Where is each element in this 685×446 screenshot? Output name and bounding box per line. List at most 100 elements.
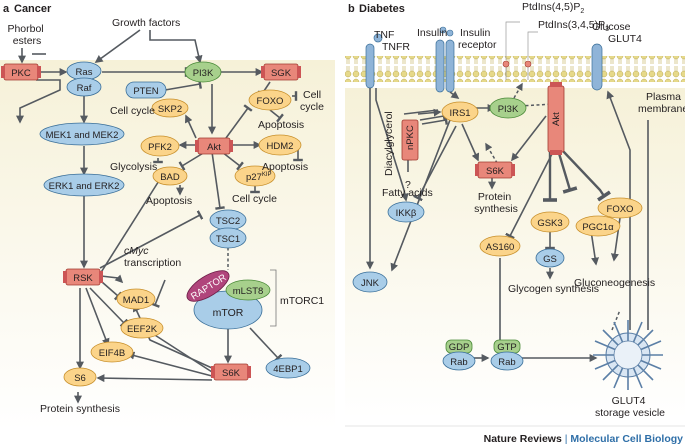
node-mek: MEK1 and MEK2 [39, 122, 125, 146]
node-rab-gdp: Rab [442, 351, 476, 371]
svg-text:PKC: PKC [11, 68, 31, 79]
node-mtor: mTOR [193, 290, 263, 330]
node-akt-a: Akt [195, 137, 233, 155]
footer: Nature Reviews | Molecular Cell Biology [484, 433, 684, 445]
node-s6k-b: S6K [475, 161, 515, 179]
label-tnfr: TNFR [382, 41, 410, 53]
svg-text:4EBP1: 4EBP1 [273, 364, 303, 375]
node-ikkb: IKKβ [387, 201, 425, 223]
svg-text:p27KIP: p27KIP [246, 172, 272, 183]
mtorc1-bracket [270, 269, 277, 327]
node-erk: ERK1 and ERK2 [43, 173, 125, 197]
svg-text:JNK: JNK [361, 278, 380, 289]
label-fatty-acids: Fatty acids [382, 187, 433, 199]
label-cell-cycle-p27: Cell cycle [232, 193, 277, 205]
label-protein-synthesis-a: Protein synthesis [40, 403, 120, 415]
svg-text:SKP2: SKP2 [158, 104, 182, 115]
node-foxo-a: FOXO [248, 89, 292, 111]
label-insulin-receptor: Insulin receptor [458, 27, 497, 51]
label-glut4-vesicle: GLUT4 storage vesicle [595, 395, 665, 419]
mtorc1-label: mTORC1 [280, 295, 324, 307]
label-glucose: Glucose [592, 21, 631, 33]
node-sgk: SGK [261, 63, 301, 81]
panel-a-letter: a [3, 3, 10, 15]
svg-text:Akt: Akt [207, 142, 221, 153]
svg-text:Rab: Rab [498, 357, 515, 368]
label-glycogen-synthesis: Glycogen synthesis [508, 283, 599, 295]
node-p27: p27KIP [234, 165, 276, 187]
insulin-receptor [435, 26, 455, 93]
svg-text:ERK1 and ERK2: ERK1 and ERK2 [49, 181, 120, 192]
node-gtp: GTP [493, 339, 521, 354]
svg-text:S6K: S6K [486, 166, 505, 177]
node-raf: Raf [66, 77, 102, 97]
svg-text:mTOR: mTOR [213, 307, 244, 319]
node-pi3k-a: PI3K [184, 61, 222, 83]
label-question-mark: ? [405, 179, 411, 191]
glut4-transporter [591, 43, 603, 91]
svg-text:S6: S6 [74, 373, 86, 384]
label-ptdins45: PtdIns(4,5)P2 [522, 1, 584, 15]
panel-a-arrows [16, 29, 303, 404]
node-foxo-b: FOXO [597, 197, 643, 219]
svg-text:PI3K: PI3K [193, 68, 214, 79]
svg-text:PGC1α: PGC1α [582, 222, 614, 233]
phorbol-esters-label: Phorbol esters [7, 23, 46, 47]
node-eef2k: EEF2K [120, 317, 164, 339]
svg-text:AS160: AS160 [486, 242, 515, 253]
svg-text:S6K: S6K [222, 368, 241, 379]
node-hdm2: HDM2 [258, 134, 302, 156]
panel-b-arrows [366, 82, 649, 362]
node-4ebp1: 4EBP1 [265, 357, 311, 379]
svg-text:RSK: RSK [73, 273, 93, 284]
svg-text:MAD1: MAD1 [123, 295, 149, 306]
svg-text:FOXO: FOXO [257, 96, 284, 107]
label-cell-cycle-foxo: Cell cycle [300, 89, 324, 113]
svg-text:nPKC: nPKC [405, 125, 416, 150]
node-npkc: nPKC [401, 119, 419, 161]
node-pten: PTEN [125, 81, 167, 99]
svg-text:GTP: GTP [497, 342, 517, 353]
svg-text:GS: GS [543, 254, 557, 265]
svg-text:EIF4B: EIF4B [99, 348, 125, 359]
label-glycolysis: Glycolysis [110, 161, 157, 173]
node-s6: S6 [63, 367, 97, 387]
panel-b-letter: b [348, 3, 355, 15]
svg-text:Raf: Raf [77, 83, 92, 94]
label-insulin: Insulin [417, 27, 448, 39]
label-apoptosis-bad: Apoptosis [146, 195, 192, 207]
label-transcription: transcription [124, 257, 181, 269]
node-as160: AS160 [479, 235, 521, 257]
growth-factors-label: Growth factors [112, 17, 180, 29]
label-glut4: GLUT4 [608, 33, 642, 45]
label-apoptosis-foxo: Apoptosis [258, 119, 304, 131]
node-rab-gtp: Rab [490, 351, 524, 371]
node-pfk2: PFK2 [140, 135, 180, 157]
svg-text:FOXO: FOXO [607, 204, 634, 215]
svg-text:IRS1: IRS1 [449, 108, 470, 119]
svg-text:PFK2: PFK2 [148, 142, 172, 153]
svg-text:Rab: Rab [450, 357, 467, 368]
node-rsk: RSK [63, 268, 103, 286]
node-mad1: MAD1 [116, 288, 156, 310]
svg-text:GSK3: GSK3 [537, 218, 562, 229]
node-akt-b: Akt [547, 82, 565, 155]
node-tsc2: TSC2 [209, 209, 247, 231]
node-irs1: IRS1 [441, 101, 479, 123]
node-tsc1: TSC1 [209, 227, 247, 249]
ptdins-lipids [502, 21, 538, 80]
svg-text:SGK: SGK [271, 68, 292, 79]
svg-text:Ras: Ras [76, 67, 93, 78]
label-diacylglycerol: Diacylglycerol [383, 111, 395, 176]
label-gluconeogenesis: Gluconeogenesis [574, 277, 655, 289]
panel-b-title: Diabetes [359, 3, 405, 15]
label-apoptosis-hdm2: Apoptosis [262, 161, 308, 173]
svg-text:HDM2: HDM2 [267, 141, 294, 152]
node-pgc1a: PGC1α [575, 215, 621, 237]
svg-text:TSC1: TSC1 [216, 234, 240, 245]
label-protein-synthesis-b: Protein synthesis [474, 191, 518, 215]
node-jnk: JNK [352, 271, 388, 293]
svg-text:GDP: GDP [449, 342, 470, 353]
node-bad: BAD [152, 166, 188, 186]
